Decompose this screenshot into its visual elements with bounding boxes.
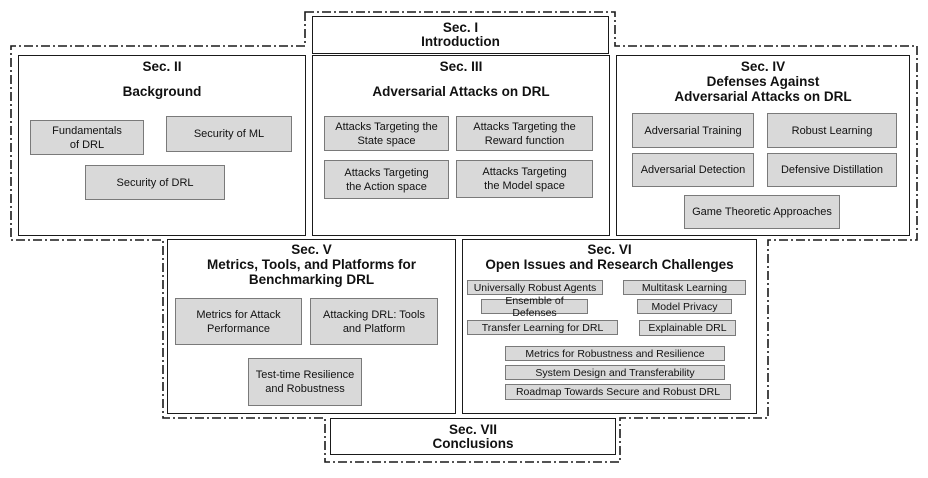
section-7-title: Conclusions bbox=[432, 436, 514, 451]
section-2-background: Sec. II Background Fundamentals of DRL S… bbox=[18, 55, 306, 236]
section-2-number: Sec. II bbox=[142, 59, 182, 74]
topic-ensemble-of-defenses: Ensemble of Defenses bbox=[481, 295, 588, 319]
section-4-number: Sec. IV bbox=[740, 59, 786, 74]
section-6-open-issues: Sec. VI Open Issues and Research Challen… bbox=[462, 239, 757, 414]
section-3-title: Adversarial Attacks on DRL bbox=[372, 84, 550, 99]
section-1-number: Sec. I bbox=[442, 20, 479, 35]
topic-attacks-reward-function: Attacks Targeting the Reward function bbox=[456, 116, 593, 151]
topic-game-theoretic-approaches: Game Theoretic Approaches bbox=[684, 195, 840, 229]
section-5-metrics-tools: Sec. V Metrics, Tools, and Platforms for… bbox=[167, 239, 456, 414]
section-5-number: Sec. V bbox=[291, 242, 332, 257]
topic-security-of-drl: Security of DRL bbox=[85, 165, 225, 200]
section-1-title: Introduction bbox=[421, 34, 500, 49]
topic-transfer-learning-drl: Transfer Learning for DRL bbox=[467, 320, 618, 335]
section-5-title-line1: Metrics, Tools, and Platforms for bbox=[206, 257, 417, 272]
section-4-title-line1: Defenses Against bbox=[706, 74, 820, 89]
section-1-introduction: Sec. I Introduction bbox=[312, 16, 609, 54]
section-5-title-line2: Benchmarking DRL bbox=[248, 272, 375, 287]
section-2-title: Background bbox=[122, 84, 202, 99]
topic-model-privacy: Model Privacy bbox=[637, 299, 732, 314]
topic-explainable-drl: Explainable DRL bbox=[639, 320, 736, 336]
topic-attacks-action-space: Attacks Targeting the Action space bbox=[324, 160, 449, 199]
topic-attacking-drl-tools: Attacking DRL: Tools and Platform bbox=[310, 298, 438, 345]
topic-security-of-ml: Security of ML bbox=[166, 116, 292, 152]
section-6-number: Sec. VI bbox=[587, 242, 632, 257]
section-4-title-line2: Adversarial Attacks on DRL bbox=[674, 89, 852, 104]
topic-test-time-resilience: Test-time Resilience and Robustness bbox=[248, 358, 362, 406]
topic-attacks-model-space: Attacks Targeting the Model space bbox=[456, 160, 593, 198]
topic-universally-robust-agents: Universally Robust Agents bbox=[467, 280, 603, 295]
section-3-adversarial-attacks: Sec. III Adversarial Attacks on DRL Atta… bbox=[312, 55, 610, 236]
topic-adversarial-training: Adversarial Training bbox=[632, 113, 754, 148]
topic-attacks-state-space: Attacks Targeting the State space bbox=[324, 116, 449, 151]
section-7-number: Sec. VII bbox=[448, 422, 498, 437]
section-7-conclusions: Sec. VII Conclusions bbox=[330, 418, 616, 455]
topic-defensive-distillation: Defensive Distillation bbox=[767, 153, 897, 187]
section-3-number: Sec. III bbox=[439, 59, 483, 74]
topic-system-design-transferability: System Design and Transferability bbox=[505, 365, 725, 380]
topic-multitask-learning: Multitask Learning bbox=[623, 280, 746, 295]
section-4-defenses: Sec. IV Defenses Against Adversarial Att… bbox=[616, 55, 910, 236]
topic-adversarial-detection: Adversarial Detection bbox=[632, 153, 754, 187]
section-6-title: Open Issues and Research Challenges bbox=[485, 257, 734, 272]
topic-metrics-robustness-resilience: Metrics for Robustness and Resilience bbox=[505, 346, 725, 361]
topic-metrics-attack-performance: Metrics for Attack Performance bbox=[175, 298, 302, 345]
topic-robust-learning: Robust Learning bbox=[767, 113, 897, 148]
topic-roadmap-secure-robust-drl: Roadmap Towards Secure and Robust DRL bbox=[505, 384, 731, 400]
topic-fundamentals-of-drl: Fundamentals of DRL bbox=[30, 120, 144, 155]
